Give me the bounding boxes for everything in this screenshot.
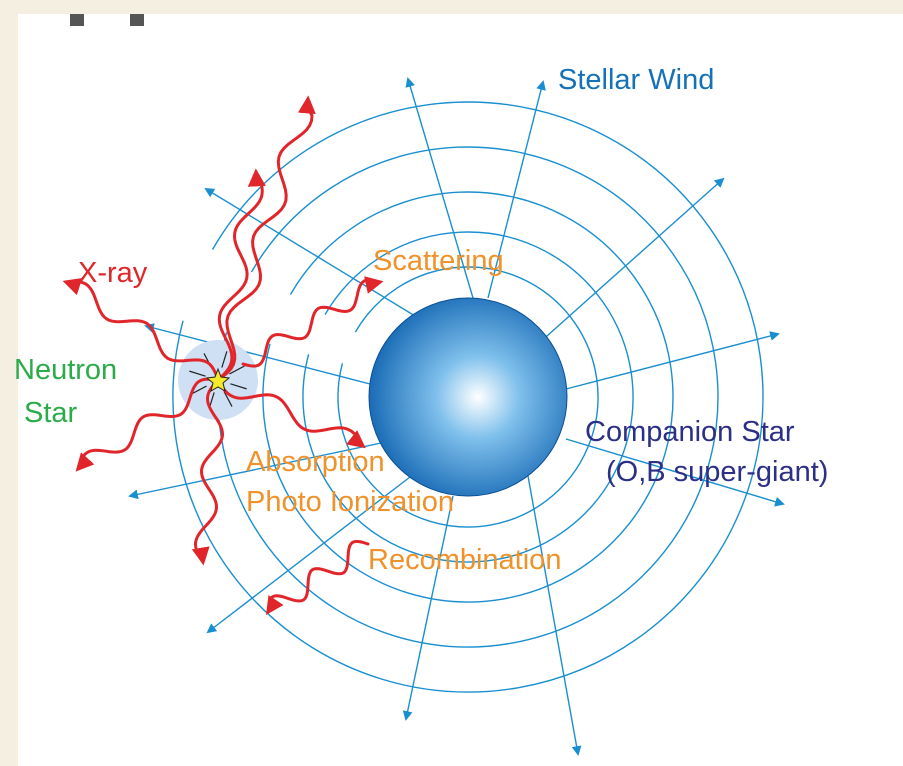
wind-shell — [262, 191, 674, 603]
inflow-line — [230, 383, 247, 390]
wind-shell — [217, 146, 719, 648]
x-ray-photon — [216, 168, 266, 382]
wind-ray-arrow — [204, 187, 421, 320]
x-ray-photon — [241, 276, 384, 368]
wind-shell — [172, 101, 764, 693]
neutron-star-icon — [205, 367, 231, 393]
x-ray-photon — [191, 378, 225, 566]
inflow-line — [221, 351, 228, 368]
recombination-label: Recombination — [368, 544, 562, 576]
wind-ray-arrow — [487, 80, 546, 299]
wind-ray-arrow — [128, 441, 387, 500]
neutron-star-label-line1: Neutron — [14, 354, 118, 386]
diagram-canvas: Stellar Wind X-ray Neutron Star Scatteri… — [14, 14, 903, 766]
absorption-label: Absorption — [246, 446, 385, 478]
wind-ray-arrow — [537, 177, 725, 345]
wind-ray-arrow — [565, 438, 785, 507]
x-ray-photon — [75, 377, 220, 472]
wind-ray-arrow — [565, 331, 780, 390]
neutron-star-label-line2: Star — [24, 397, 78, 429]
companion-star-label-line2: (O,B super-giant) — [606, 456, 829, 488]
corner-mark-left — [70, 14, 84, 26]
x-ray-photons — [62, 95, 384, 615]
inflow-line — [189, 370, 206, 377]
wind-shell — [337, 266, 599, 528]
inflow-line — [229, 365, 245, 375]
x-ray-photon — [216, 378, 366, 449]
inflow-line — [191, 385, 207, 395]
scattering-label: Scattering — [373, 245, 504, 277]
corner-mark-right — [130, 14, 144, 26]
wind-ray-arrow — [527, 475, 582, 756]
stellar-wind-label: Stellar Wind — [558, 64, 715, 96]
wind-ray-arrow — [206, 476, 411, 634]
photo-ionization-label: Photo Ionization — [246, 486, 454, 518]
companion-star — [368, 297, 568, 497]
x-ray-photon — [216, 95, 316, 382]
inflow-line — [223, 391, 233, 407]
x-ray-photon — [266, 539, 370, 615]
wind-ray-arrow — [402, 495, 454, 721]
x-ray-label: X-ray — [78, 257, 148, 289]
companion-star-label-line1: Companion Star — [585, 416, 795, 448]
x-ray-photon — [62, 278, 220, 382]
stellar-wind-diagram — [62, 77, 785, 756]
wind-ray-arrow — [144, 323, 371, 385]
wind-ray-arrow — [405, 77, 474, 299]
wind-rays — [128, 77, 785, 756]
